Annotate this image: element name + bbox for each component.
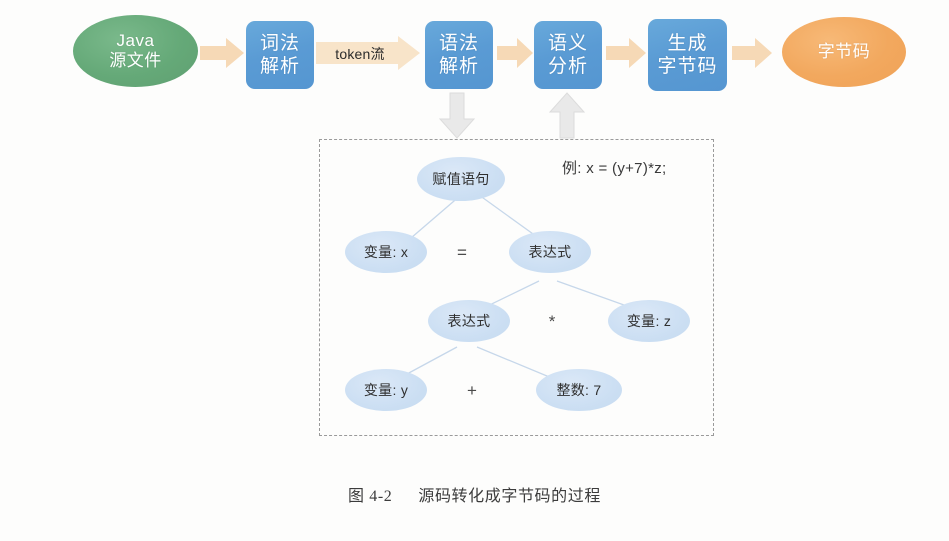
bytecode-label: 字节码 (817, 41, 871, 61)
syntax-analysis-line1: 语法 (438, 32, 479, 54)
figure-caption-number: 图 4-2 (348, 488, 393, 505)
lexical-analysis-line2: 解析 (259, 56, 300, 77)
figure-caption: 图 4-2 源码转化成字节码的过程 (0, 482, 949, 506)
pipeline-node-bytecode: 字节码 (782, 17, 906, 87)
syntax-tree-panel (319, 139, 714, 436)
tree-node-var-x: 变量: x (345, 231, 427, 273)
tree-node-var-z: 变量: z (608, 300, 690, 342)
tree-node-var-y: 变量: y (345, 369, 427, 411)
source-file-line1: Java (116, 30, 155, 50)
tree-node-int-7: 整数: 7 (536, 369, 622, 411)
flow-arrow-3-icon (497, 38, 533, 68)
pipeline-node-source-file: Java 源文件 (73, 15, 198, 87)
tree-operator-plus: + (467, 381, 477, 400)
arrow-up-icon (548, 92, 586, 139)
tree-node-root: 赋值语句 (417, 157, 505, 201)
pipeline-node-lexical-analysis: 词法 解析 (246, 21, 314, 89)
tree-node-expr-1: 表达式 (509, 231, 591, 273)
source-file-line2: 源文件 (109, 51, 162, 70)
tree-node-expr-2: 表达式 (428, 300, 510, 342)
semantic-analysis-line2: 分析 (547, 56, 588, 77)
pipeline-node-generate-bytecode: 生成 字节码 (648, 19, 727, 91)
pipeline-node-semantic-analysis: 语义 分析 (534, 21, 602, 89)
generate-bytecode-line1: 生成 (667, 32, 708, 54)
flow-arrow-4-icon (606, 38, 646, 68)
generate-bytecode-line2: 字节码 (657, 56, 718, 77)
syntax-tree-example-label: 例: x = (y+7)*z; (562, 160, 667, 177)
semantic-analysis-line1: 语义 (547, 32, 588, 54)
syntax-analysis-line2: 解析 (438, 56, 479, 77)
arrow-down-icon (438, 92, 476, 139)
edge-label-token-stream: token流 (335, 46, 385, 62)
lexical-analysis-line1: 词法 (259, 32, 300, 54)
pipeline-node-syntax-analysis: 语法 解析 (425, 21, 493, 89)
flow-arrow-token-icon (316, 36, 420, 70)
tree-operator-assign: = (457, 243, 467, 262)
flow-arrow-1-icon (200, 38, 244, 68)
flow-arrow-5-icon (732, 38, 772, 68)
tree-operator-multiply: * (548, 312, 556, 331)
figure-caption-text: 源码转化成字节码的过程 (418, 488, 601, 505)
